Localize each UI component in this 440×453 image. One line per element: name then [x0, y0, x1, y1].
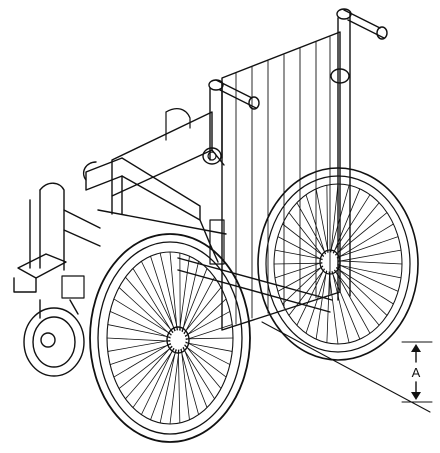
spoke — [118, 346, 173, 389]
spoke — [183, 346, 208, 408]
rear-wheel-right — [257, 167, 419, 361]
spoke — [337, 264, 402, 279]
spoke — [179, 255, 190, 331]
spoke — [337, 263, 399, 292]
spoke — [326, 271, 330, 344]
spoke — [315, 188, 329, 253]
spoke — [181, 268, 208, 332]
spoke — [315, 270, 327, 340]
spoke — [184, 345, 227, 378]
spoke — [150, 255, 176, 332]
spoke — [273, 262, 323, 265]
spoke — [107, 339, 171, 352]
spoke — [274, 262, 323, 279]
arrow-up-icon — [411, 344, 421, 352]
spoke — [185, 298, 227, 337]
spoke — [180, 348, 190, 421]
spoke — [107, 324, 171, 338]
spoke — [335, 267, 394, 305]
spoke — [326, 184, 329, 253]
armrest — [82, 157, 225, 265]
spoke — [169, 251, 178, 331]
spoke — [118, 287, 172, 336]
spoke — [132, 268, 173, 334]
spoke — [177, 349, 181, 424]
spoke — [277, 236, 323, 261]
spoke — [333, 188, 361, 254]
spoke — [330, 184, 350, 253]
spoke — [140, 347, 174, 416]
ground-line — [261, 321, 431, 413]
arrow-down-icon — [411, 392, 421, 400]
footrest-frame — [13, 182, 101, 299]
spoke — [184, 344, 222, 389]
spoke — [182, 260, 200, 333]
spoke — [337, 260, 403, 265]
spoke — [336, 223, 394, 259]
spoke — [183, 276, 215, 335]
spoke — [282, 265, 324, 305]
spoke — [337, 249, 402, 262]
spoke — [288, 268, 325, 316]
spoke — [182, 347, 215, 400]
spoke — [335, 202, 380, 256]
spoke — [106, 337, 171, 342]
spoke — [333, 269, 380, 326]
spoke — [150, 349, 177, 421]
spoke — [328, 271, 339, 345]
rear-wheel-right-spokes — [273, 183, 403, 345]
dimension-label: A — [412, 365, 421, 380]
spoke — [288, 212, 324, 257]
spoke — [169, 349, 180, 425]
seat-frame — [111, 108, 225, 215]
spoke — [125, 345, 173, 400]
spoke — [185, 341, 231, 365]
spoke — [159, 252, 179, 331]
spoke — [296, 268, 325, 326]
spoke — [159, 349, 177, 424]
spoke — [336, 267, 388, 316]
spoke — [113, 298, 172, 335]
spoke — [185, 337, 234, 340]
spoke — [332, 194, 371, 254]
spoke — [180, 348, 200, 416]
axle-frame — [97, 209, 333, 313]
spoke — [185, 324, 233, 341]
spoke — [109, 343, 172, 365]
spoke — [184, 311, 231, 337]
spoke — [109, 311, 171, 339]
rear-wheel-left — [89, 233, 251, 443]
rear-wheel-left-spokes — [106, 251, 234, 425]
spoke — [132, 348, 175, 408]
spoke — [125, 276, 174, 333]
spoke — [335, 212, 388, 256]
spoke — [274, 249, 323, 260]
spoke — [296, 202, 327, 255]
spoke — [305, 270, 328, 334]
spoke — [334, 269, 371, 334]
spoke — [336, 236, 399, 258]
front-caster — [23, 299, 85, 377]
spoke — [305, 194, 326, 255]
spoke — [140, 260, 176, 332]
spoke — [331, 271, 350, 344]
spoke — [185, 342, 233, 352]
spoke — [183, 287, 222, 334]
spoke — [331, 271, 361, 340]
dimension-a-marker: A — [401, 341, 433, 403]
spoke — [330, 183, 339, 253]
spoke — [113, 343, 171, 378]
spoke — [282, 223, 325, 257]
